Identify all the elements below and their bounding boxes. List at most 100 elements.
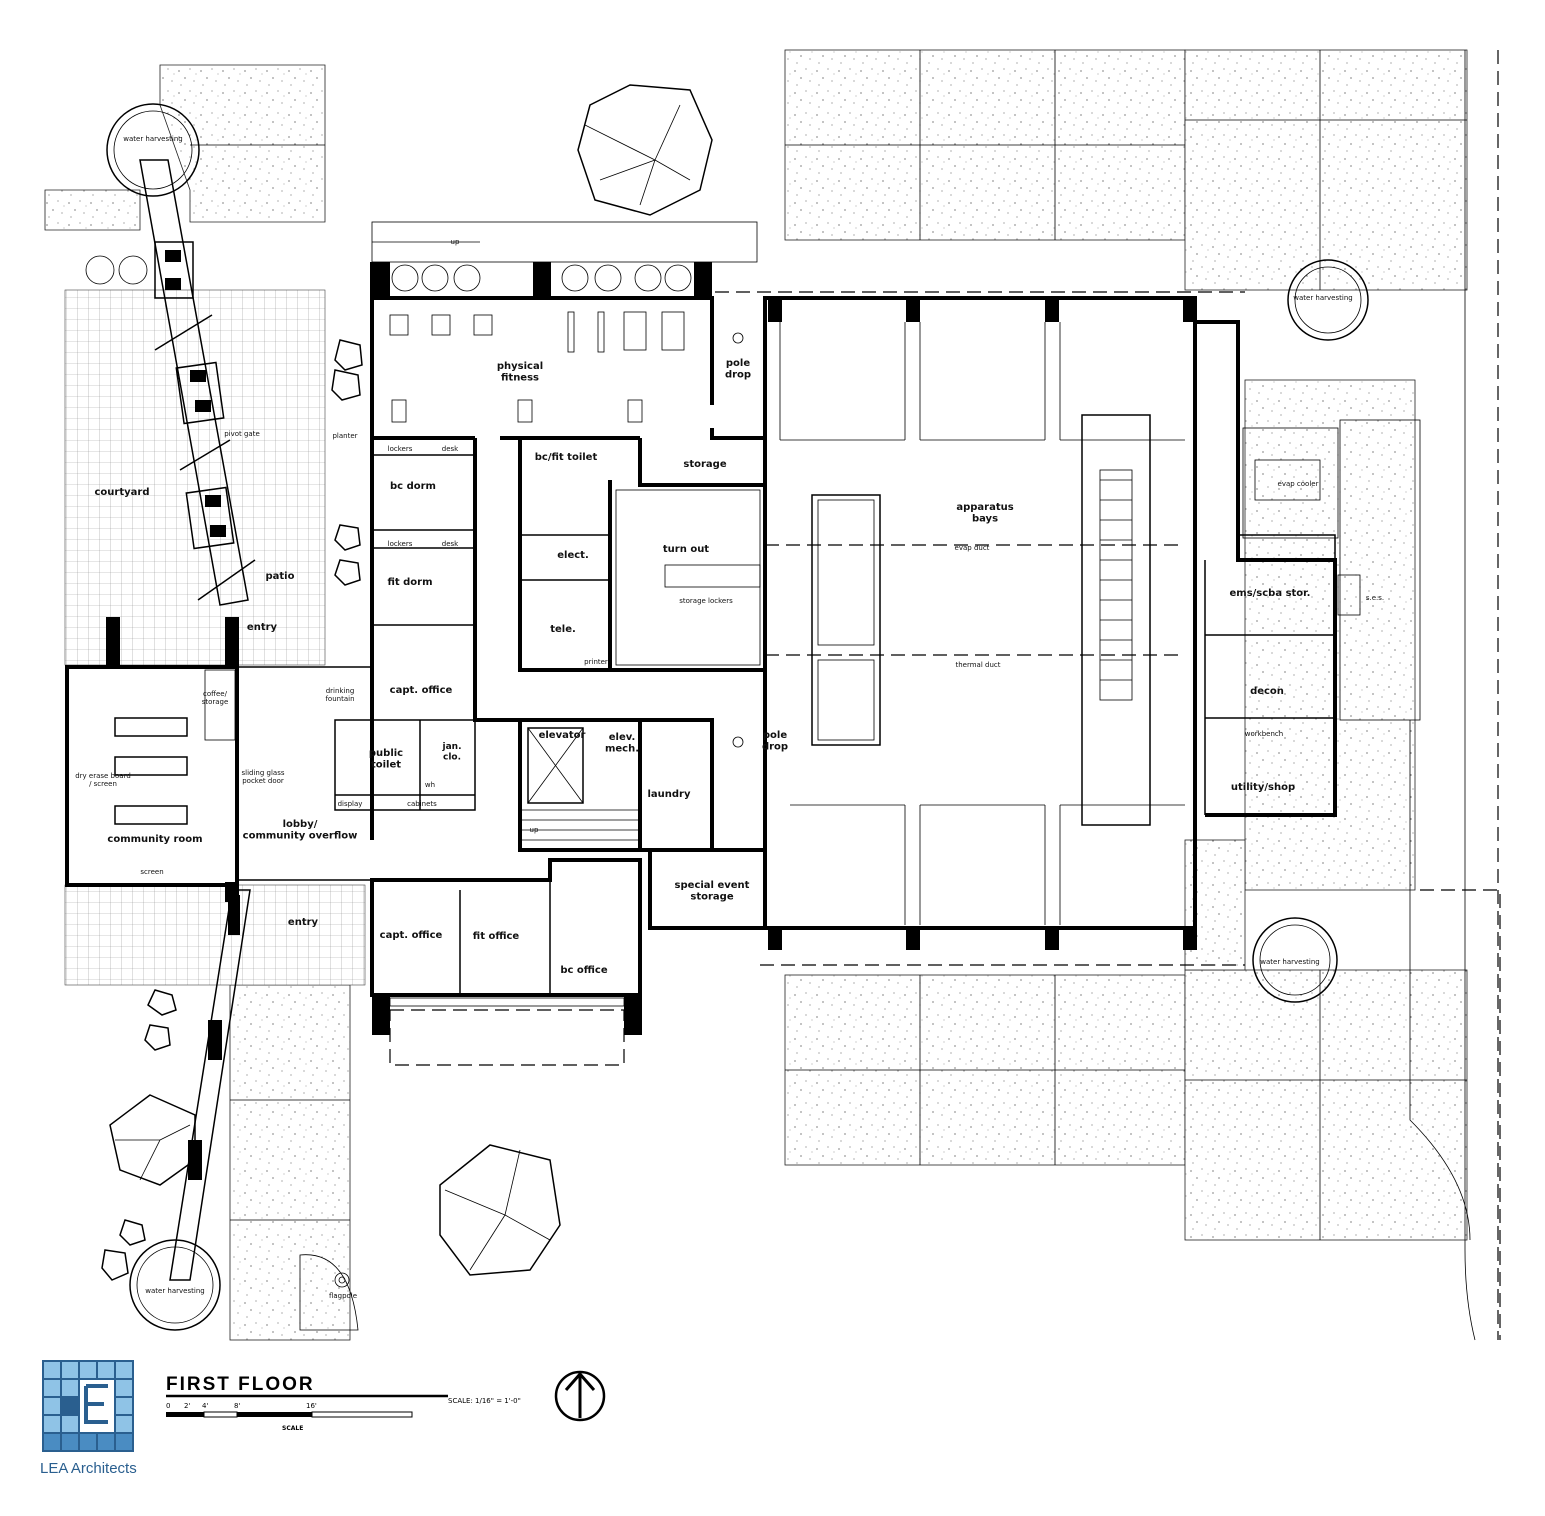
- scale-note: SCALE: 1/16" = 1'-0": [448, 1397, 521, 1405]
- label-elev-mech: elev.mech.: [605, 732, 639, 755]
- label-line: pocket door: [242, 777, 284, 785]
- label-desk-2: desk: [442, 540, 459, 548]
- road-edge: [1409, 50, 1501, 1341]
- building-walls: [65, 221, 1421, 1066]
- harvest-path-south: [129, 889, 251, 1331]
- label-printer: printer: [584, 658, 608, 666]
- label-community-room: community room: [107, 834, 202, 845]
- label-ses: s.e.s.: [1366, 594, 1384, 602]
- label-fit-office: fit office: [473, 931, 520, 942]
- label-water-harvesting-1: water harvesting: [123, 135, 182, 143]
- label-line: physical: [497, 361, 543, 372]
- harvest-cisterns-east: [1252, 259, 1369, 1003]
- scale-tick-0: 0: [166, 1402, 170, 1410]
- tree-symbols: [85, 84, 713, 1281]
- label-line: elev.: [609, 732, 636, 743]
- label-line: coffee/: [203, 690, 228, 698]
- label-bc-dorm: bc dorm: [390, 481, 436, 492]
- label-line: community overflow: [243, 831, 358, 842]
- sheet-title: FIRST FLOOR: [166, 1374, 315, 1395]
- firm-name: LEA Architects: [40, 1460, 137, 1477]
- label-decon: decon: [1250, 686, 1284, 697]
- scale-bar: 0 2' 4' 8' 16' SCALE: [166, 1394, 448, 1432]
- label-ems-scba: ems/scba stor.: [1230, 588, 1311, 599]
- label-desk-1: desk: [442, 445, 459, 453]
- label-line: drop: [762, 742, 788, 753]
- label-line: mech.: [605, 744, 639, 755]
- label-up-2: up: [451, 238, 460, 246]
- label-planter: planter: [332, 432, 357, 440]
- label-line: storage: [202, 698, 229, 706]
- label-line: jan.: [442, 742, 462, 752]
- label-line: sliding glass: [241, 769, 284, 777]
- label-dry-erase: dry erase board/ screen: [75, 772, 131, 788]
- label-screen: screen: [140, 868, 163, 876]
- flagpole: [299, 1254, 359, 1331]
- label-water-harvesting-4: water harvesting: [145, 1287, 204, 1295]
- label-storage: storage: [683, 459, 726, 470]
- label-lockers-2: lockers: [388, 540, 413, 548]
- entry-paving: [64, 884, 366, 986]
- label-water-harvesting-2: water harvesting: [1293, 294, 1352, 302]
- label-turn-out: turn out: [663, 544, 709, 555]
- label-coffee-storage: coffee/storage: [202, 690, 229, 706]
- label-line: toilet: [371, 760, 401, 771]
- label-wh: wh: [425, 781, 435, 789]
- label-bc-fit-toilet: bc/fit toilet: [535, 452, 598, 463]
- label-line: public: [369, 748, 403, 759]
- label-line: apparatus: [956, 502, 1013, 513]
- label-storage-lockers: storage lockers: [679, 597, 733, 605]
- label-patio: patio: [266, 571, 295, 582]
- label-entry-2: entry: [288, 917, 319, 928]
- label-lobby: lobby/community overflow: [243, 819, 358, 842]
- site-paving: [44, 49, 1468, 1341]
- label-workbench: workbench: [1245, 730, 1283, 738]
- label-line: drop: [725, 370, 751, 381]
- label-evap-duct: evap duct: [955, 544, 990, 552]
- label-elect: elect.: [557, 550, 589, 561]
- scale-tick-4: 16': [306, 1402, 317, 1410]
- label-fit-dorm: fit dorm: [387, 577, 432, 588]
- label-flagpole: flagpole: [329, 1292, 357, 1300]
- label-display: display: [338, 800, 363, 808]
- label-line: fountain: [325, 695, 354, 703]
- harvest-path-north: [106, 103, 256, 606]
- title-block: LEA Architects FIRST FLOOR 0 2' 4' 8' 16…: [40, 1360, 620, 1500]
- courtyard-paving: [64, 289, 326, 666]
- label-line: drinking: [326, 687, 355, 695]
- label-pivot-gate: pivot gate: [224, 430, 260, 438]
- label-lockers-1: lockers: [388, 445, 413, 453]
- scale-tick-3: 8': [234, 1402, 240, 1410]
- label-line: dry erase board: [75, 772, 131, 780]
- scale-tick-1: 2': [184, 1402, 190, 1410]
- north-arrow-icon: [554, 1370, 606, 1422]
- label-entry-1: entry: [247, 622, 278, 633]
- label-thermal-duct: thermal duct: [956, 661, 1001, 669]
- label-jan-clo: jan.clo.: [442, 742, 462, 762]
- label-water-harvesting-3: water harvesting: [1260, 958, 1319, 966]
- firm-logo-icon: [42, 1360, 134, 1452]
- label-capt-office-2: capt. office: [380, 930, 443, 941]
- label-line: / screen: [89, 780, 117, 788]
- label-line: special event: [675, 880, 750, 891]
- scale-caption: SCALE: [282, 1425, 303, 1432]
- label-bc-office: bc office: [560, 965, 608, 976]
- label-utility-shop: utility/shop: [1231, 782, 1295, 793]
- label-line: bays: [972, 514, 998, 525]
- label-line: pole: [763, 730, 787, 741]
- label-up-1: up: [530, 826, 539, 834]
- label-courtyard: courtyard: [95, 487, 150, 498]
- label-line: storage: [690, 892, 733, 903]
- label-elevator: elevator: [539, 730, 586, 741]
- label-tele: tele.: [550, 624, 576, 635]
- label-line: lobby/: [283, 819, 318, 830]
